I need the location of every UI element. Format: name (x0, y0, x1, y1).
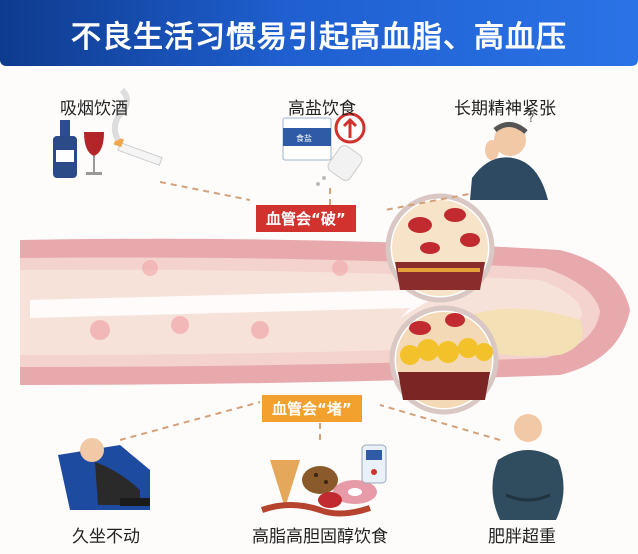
cause-label-high-salt: 高盐饮食 (288, 99, 356, 119)
glucose-meter-icon (361, 444, 387, 484)
cause-label-obesity: 肥胖超重 (488, 527, 556, 547)
junk-food-icon (260, 460, 377, 517)
tag-vessel-block: 血管会“堵” (262, 395, 362, 422)
header-banner: 不良生活习惯易引起高血脂、高血压 (0, 0, 638, 66)
arrow-up-icon (334, 112, 366, 144)
page-title: 不良生活习惯易引起高血脂、高血压 (71, 20, 567, 55)
vessel-blockage-magnifier-icon (389, 305, 499, 415)
wine-glass-icon (84, 132, 104, 175)
wine-bottle-icon (53, 120, 77, 178)
salt-box-icon (282, 117, 332, 161)
stressed-man-icon: ? (470, 111, 548, 200)
cause-label-stress: 长期精神紧张 (454, 99, 556, 119)
salt-box-label: 食盐 (296, 133, 312, 143)
tag-vessel-break: 血管会“破” (256, 205, 356, 232)
sofa-man-icon (58, 438, 150, 510)
vessel-rupture-magnifier-icon (385, 193, 495, 303)
cause-label-high-fat-diet: 高脂高胆固醇饮食 (252, 527, 388, 547)
salt-shaker-icon (316, 145, 363, 186)
cigarette-icon (111, 87, 163, 166)
svg-text:?: ? (528, 111, 534, 125)
obese-man-icon (492, 414, 564, 520)
cause-label-sedentary: 久坐不动 (72, 527, 140, 547)
cause-label-smoking-drinking: 吸烟饮酒 (60, 99, 128, 119)
blood-vessel-icon (20, 238, 630, 385)
